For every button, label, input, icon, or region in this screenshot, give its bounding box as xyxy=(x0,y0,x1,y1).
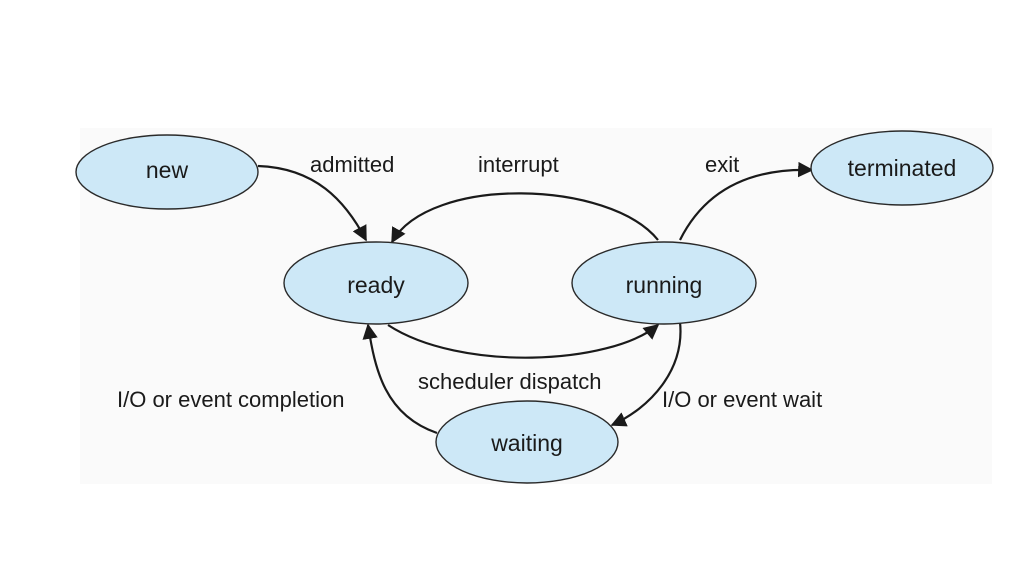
state-running: running xyxy=(571,241,757,325)
state-new: new xyxy=(75,134,259,210)
edge-exit xyxy=(679,161,814,241)
edge-interrupt xyxy=(391,192,659,244)
state-terminated: terminated xyxy=(810,130,994,206)
state-waiting: waiting xyxy=(435,400,619,484)
state-running-label: running xyxy=(626,272,703,298)
edge-io-event-completion xyxy=(362,323,438,435)
label-admitted: admitted xyxy=(310,152,394,177)
label-exit: exit xyxy=(705,152,739,177)
state-ready-shape xyxy=(283,241,469,325)
state-waiting-shape xyxy=(435,400,619,484)
state-terminated-label: terminated xyxy=(848,155,957,181)
edge-admitted xyxy=(257,164,367,242)
state-new-label: new xyxy=(146,157,189,183)
label-io-event-wait: I/O or event wait xyxy=(662,387,822,412)
state-waiting-label: waiting xyxy=(490,430,563,456)
state-new-shape xyxy=(75,134,259,210)
state-ready-label: ready xyxy=(347,272,405,298)
label-interrupt: interrupt xyxy=(478,152,559,177)
state-running-shape xyxy=(571,241,757,325)
label-scheduler-dispatch: scheduler dispatch xyxy=(418,369,601,394)
edge-io-event-wait xyxy=(610,321,682,427)
state-terminated-shape xyxy=(810,130,994,206)
state-ready: ready xyxy=(283,241,469,325)
edge-scheduler-dispatch xyxy=(387,324,660,359)
label-io-event-completion: I/O or event completion xyxy=(117,387,344,412)
